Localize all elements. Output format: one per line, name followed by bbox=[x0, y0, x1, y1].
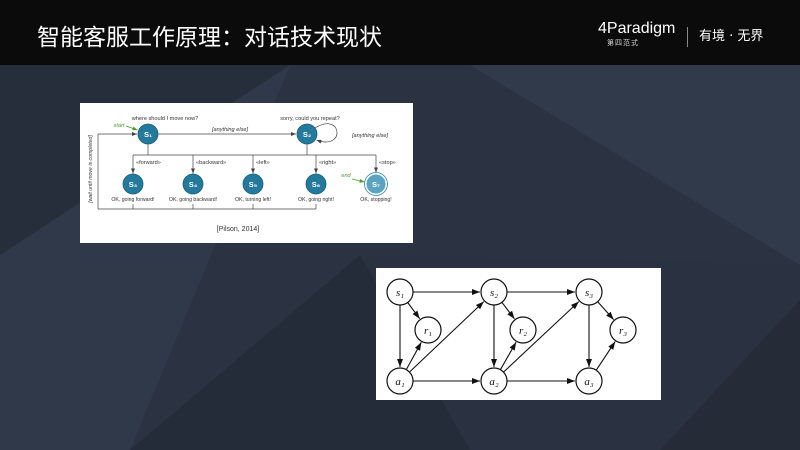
state-node bbox=[386, 278, 414, 306]
prompt-s1: where should I move now? bbox=[131, 116, 199, 122]
background-shape bbox=[470, 65, 800, 265]
state-node bbox=[480, 278, 508, 306]
action-node-label: a₂ bbox=[489, 376, 499, 388]
command-label: «stop» bbox=[379, 160, 396, 166]
background-shape bbox=[660, 300, 800, 450]
loop-label: [anything else] bbox=[351, 133, 389, 139]
response-label: OK, going backward! bbox=[169, 197, 217, 203]
prompt-s2: sorry, could you repeat? bbox=[280, 116, 340, 122]
action-node-label: a₁ bbox=[395, 376, 405, 388]
reward-node bbox=[609, 316, 637, 344]
action-node bbox=[386, 367, 414, 395]
edge-s2-self-loop bbox=[314, 123, 338, 144]
action-node bbox=[480, 367, 508, 395]
header-bar: 智能客服工作原理：对话技术现状 4Paradigm 第四范式 有境 · 无界 bbox=[0, 0, 800, 65]
state-label: S₅ bbox=[249, 180, 258, 189]
command-label: «forward» bbox=[136, 160, 161, 166]
state-node bbox=[296, 123, 318, 145]
fallback-label: [anything else] bbox=[211, 127, 249, 133]
logo-subtext: 第四范式 bbox=[607, 39, 639, 47]
edge-s1-r1 bbox=[407, 302, 421, 320]
reward-node-label: r₁ bbox=[424, 325, 432, 337]
header-divider bbox=[687, 27, 688, 47]
response-label: OK, stopping! bbox=[360, 197, 391, 203]
command-label: «backward» bbox=[196, 160, 226, 166]
edge-a2-s3 bbox=[503, 301, 580, 373]
reward-node-label: r₃ bbox=[619, 325, 627, 337]
reward-node-label: r₂ bbox=[519, 325, 527, 337]
state-label: S₄ bbox=[189, 180, 198, 189]
reward-node bbox=[414, 316, 442, 344]
brand-slogan: 有境 · 无界 bbox=[699, 29, 764, 44]
edge-a2-r2 bbox=[499, 341, 517, 370]
dialogue-state-diagram: S₁ S₂ S₃ S₄ S₅ S₆ S₇ start where should … bbox=[80, 103, 413, 243]
end-label: end bbox=[341, 173, 351, 179]
command-label: «left» bbox=[256, 160, 270, 166]
edge-s3-r3 bbox=[597, 301, 615, 320]
state-node bbox=[242, 173, 264, 195]
start-label: start bbox=[114, 123, 125, 129]
state-node-label: s₃ bbox=[585, 287, 593, 299]
dialogue-diagram-canvas: S₁ S₂ S₃ S₄ S₅ S₆ S₇ start where should … bbox=[88, 116, 396, 233]
action-node bbox=[575, 367, 603, 395]
state-node-label: s₂ bbox=[490, 287, 498, 299]
state-label: S₆ bbox=[312, 180, 320, 189]
state-node bbox=[137, 123, 159, 145]
state-node bbox=[575, 278, 603, 306]
decision-network-diagram: s₁ s₂ s₃ r₁ r₂ r₃ a₁ a₂ a₃ bbox=[376, 268, 661, 400]
wait-label: [wait until move is completed] bbox=[88, 135, 94, 204]
state-node bbox=[305, 173, 327, 195]
brand-logo: 4Paradigm 第四范式 bbox=[598, 19, 682, 51]
logo-wordmark: 4Paradigm bbox=[598, 20, 676, 37]
state-label: S₂ bbox=[303, 130, 311, 139]
response-label: OK, going right! bbox=[298, 197, 334, 203]
end-state-node bbox=[365, 173, 387, 195]
start-arrow bbox=[125, 125, 138, 131]
response-label: OK, going forward! bbox=[111, 197, 154, 203]
state-label: S₇ bbox=[372, 180, 380, 189]
end-arrow bbox=[351, 178, 365, 183]
slide-title: 智能客服工作原理：对话技术现状 bbox=[37, 25, 382, 51]
figure-citation: [Pilson, 2014] bbox=[217, 226, 259, 233]
command-label: «right» bbox=[319, 160, 336, 166]
state-label: S₁ bbox=[144, 130, 152, 139]
response-label: OK, turning left! bbox=[235, 197, 271, 203]
edge-a3-r3 bbox=[595, 341, 616, 371]
end-state-ring bbox=[364, 172, 388, 196]
action-node-label: a₃ bbox=[584, 376, 594, 388]
state-node-label: s₁ bbox=[396, 287, 404, 299]
state-label: S₃ bbox=[129, 180, 138, 189]
reward-node bbox=[509, 316, 537, 344]
edge-s2-r2 bbox=[501, 301, 515, 320]
state-node bbox=[182, 173, 204, 195]
network-diagram-canvas: s₁ s₂ s₃ r₁ r₂ r₃ a₁ a₂ a₃ bbox=[386, 278, 637, 395]
edge-a1-r1 bbox=[405, 342, 422, 370]
state-node bbox=[122, 173, 144, 195]
edge-a1-s2 bbox=[409, 301, 485, 373]
